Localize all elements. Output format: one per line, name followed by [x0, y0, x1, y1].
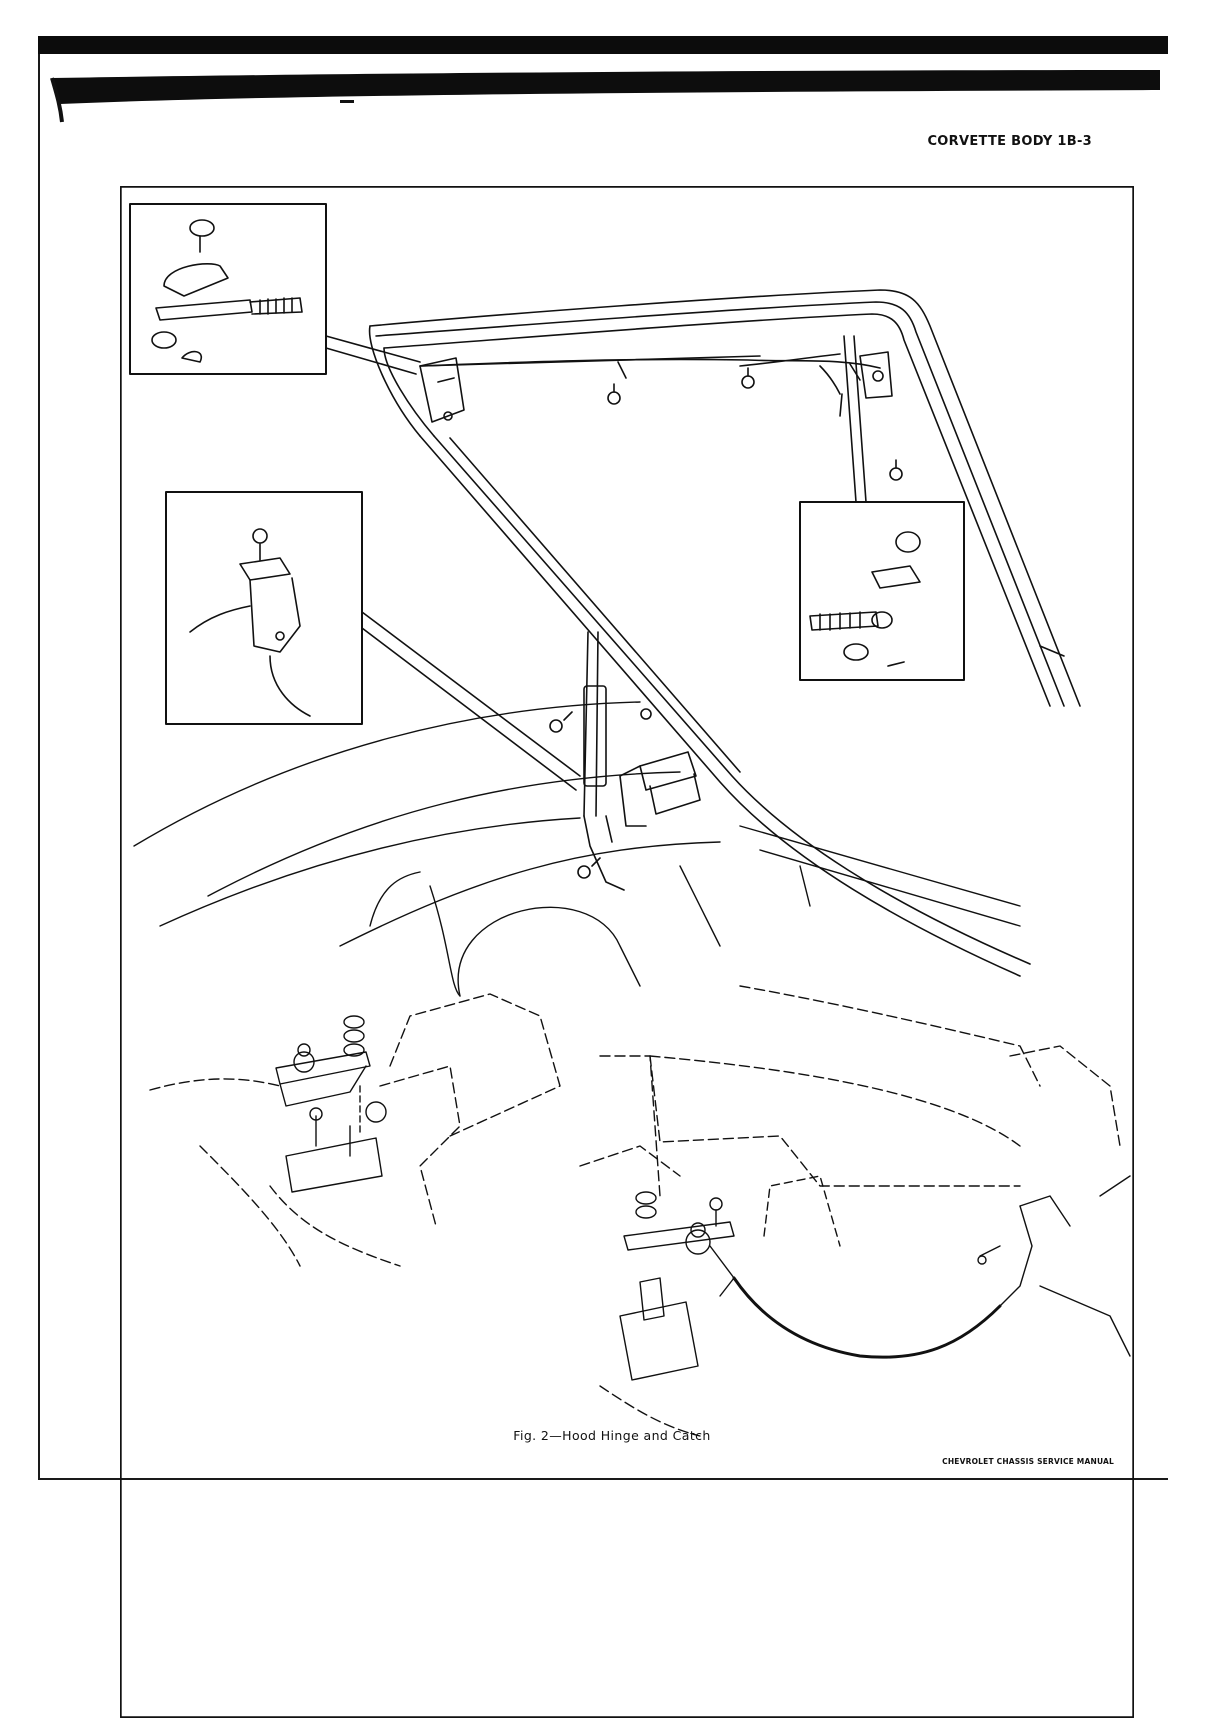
hood-catch-right	[579, 1055, 1071, 1437]
scan-smudge-stroke	[50, 70, 1160, 123]
figure-caption: Fig. 2—Hood Hinge and Catch	[513, 1428, 711, 1443]
hood-bolts	[549, 367, 903, 879]
hood-outline	[368, 289, 1081, 977]
hood-hinge-right	[859, 351, 893, 399]
hood-hinge-catch-illustration	[120, 186, 1134, 1718]
inset-upper-left	[129, 203, 421, 375]
hinge-bracket-cowl	[619, 708, 701, 827]
page-left-rule	[38, 54, 40, 1480]
page-footer: CHEVROLET CHASSIS SERVICE MANUAL	[942, 1457, 1114, 1466]
page-top-bar	[38, 36, 1168, 54]
body-outline	[133, 701, 1021, 997]
hood-catch-left	[149, 993, 561, 1267]
inset-right	[799, 335, 965, 681]
inset-mid-left	[165, 491, 581, 791]
page-header: CORVETTE BODY 1B-3	[927, 134, 1092, 149]
figure-border	[120, 186, 1134, 1718]
hood-release-cable	[419, 358, 881, 417]
engine-compartment-panels	[599, 985, 1131, 1357]
hood-support-rod	[583, 631, 625, 891]
page-bottom-rule	[38, 1478, 1168, 1480]
hood-hinge-left	[419, 357, 465, 423]
